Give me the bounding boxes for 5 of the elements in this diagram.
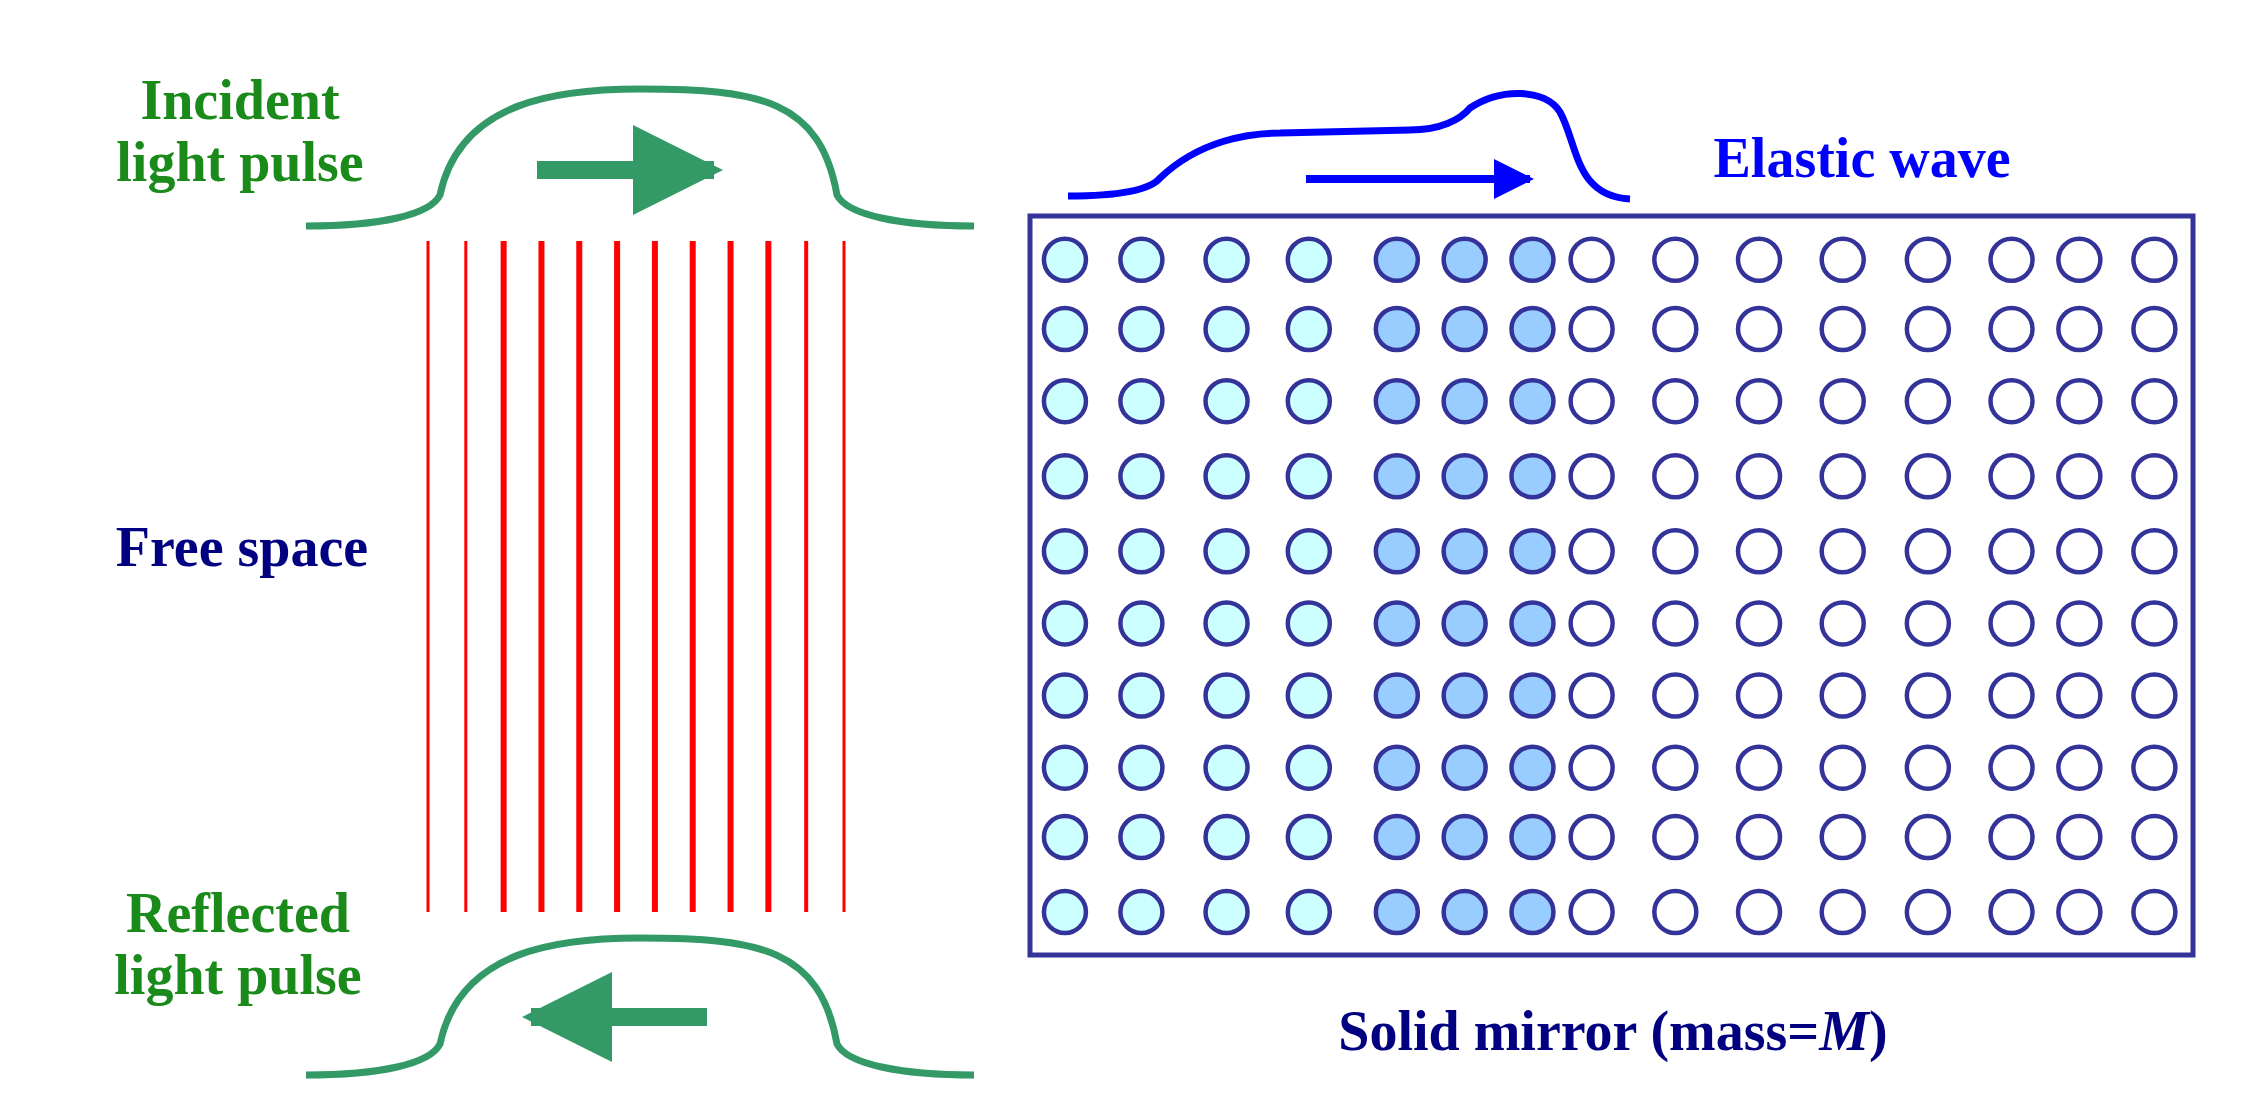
region-label: Free space [114,517,370,579]
mirror-label: Solid mirror (mass=M) [1337,1001,1889,1063]
pulse-label: Reflected light pulse [113,883,363,1007]
pulse-label: Incident light pulse [115,70,365,194]
wave-label: Elastic wave [1712,128,2012,190]
